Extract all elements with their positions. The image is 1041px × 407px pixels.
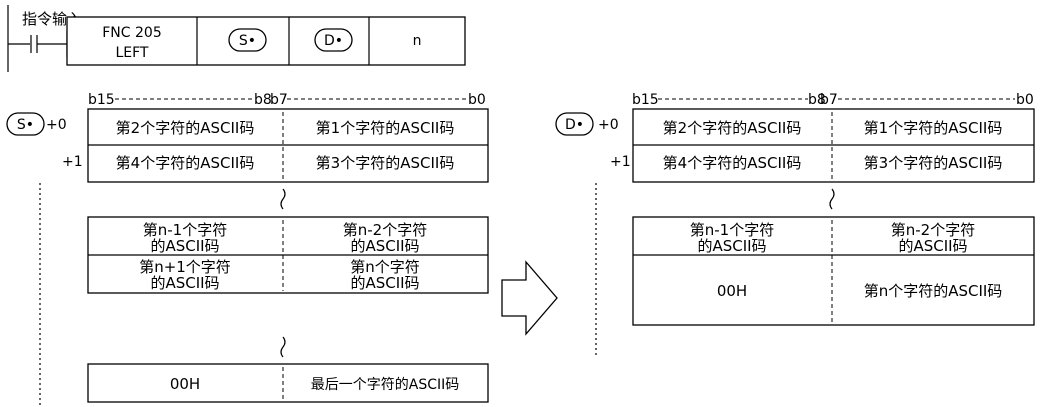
svg-text:D•: D• <box>565 117 584 133</box>
svg-text:b15: b15 <box>88 92 115 108</box>
destination-cell: 的ASCII码 <box>898 237 967 255</box>
continuation-tilde-icon <box>829 188 835 210</box>
svg-text:b7: b7 <box>820 92 838 108</box>
svg-text:S•: S• <box>17 117 34 133</box>
svg-text:D•: D• <box>324 33 343 49</box>
destination-mid-block <box>632 216 1035 326</box>
destination-cell: 第n个字符的ASCII码 <box>864 282 1003 300</box>
offset-label: +1 <box>62 154 83 170</box>
source-cell: 的ASCII码 <box>350 274 419 292</box>
source-cell: 第4个字符的ASCII码 <box>116 154 255 172</box>
offset-label: +0 <box>598 117 619 133</box>
source-cell: 第1个字符的ASCII码 <box>316 119 455 137</box>
source-cell: 00H <box>170 375 200 393</box>
source-cell: 第3个字符的ASCII码 <box>316 154 455 172</box>
svg-text:b8: b8 <box>254 92 272 108</box>
svg-text:b0: b0 <box>468 92 486 108</box>
destination-cell: 第n-2个字符 <box>891 221 975 239</box>
ladder-instruction: 指令输入 FNC 205 LEFT S• D• n <box>7 5 466 72</box>
svg-text:S•: S• <box>239 33 256 49</box>
source-cell: 的ASCII码 <box>150 274 219 292</box>
instruction-mnemonic: LEFT <box>115 45 148 61</box>
svg-text:b7: b7 <box>270 92 288 108</box>
source-cell: 第n个字符 <box>350 258 420 276</box>
destination-cell: 第4个字符的ASCII码 <box>663 154 802 172</box>
source-last-block <box>87 363 489 403</box>
source-cell: 第2个字符的ASCII码 <box>116 119 255 137</box>
svg-text:b15: b15 <box>632 92 659 108</box>
destination-bit-header: b15 b8 b7 b0 <box>632 92 1034 108</box>
destination-cell: 第3个字符的ASCII码 <box>864 154 1003 172</box>
s-operand-badge: S• <box>228 28 267 52</box>
destination-cell: 00H <box>717 282 747 300</box>
continuation-tilde-icon <box>280 188 286 210</box>
continuation-tilde-icon <box>280 336 286 358</box>
source-cell: 第n-2个字符 <box>343 221 427 239</box>
source-cell: 的ASCII码 <box>350 237 419 255</box>
source-cell: 的ASCII码 <box>150 237 219 255</box>
contact-icon <box>30 35 38 53</box>
n-operand: n <box>413 33 422 49</box>
destination-cell: 第1个字符的ASCII码 <box>864 119 1003 137</box>
offset-label: +1 <box>610 154 631 170</box>
svg-text:b8: b8 <box>808 92 826 108</box>
destination-cell: 的ASCII码 <box>697 237 766 255</box>
source-bit-header: b15 b8 b7 b0 <box>88 92 486 108</box>
destination-operand-badge: D• <box>555 112 594 136</box>
source-cell: 最后一个字符的ASCII码 <box>311 377 460 393</box>
source-operand-badge: S• <box>6 112 45 136</box>
svg-text:b0: b0 <box>1016 92 1034 108</box>
destination-cell: 第n-1个字符 <box>690 221 774 239</box>
fnc-number: FNC 205 <box>102 25 161 41</box>
offset-label: +0 <box>46 117 67 133</box>
source-table: b15 b8 b7 b0 S• +0 +1 第2个字符的ASCII码 第1个字符… <box>6 92 489 405</box>
right-arrow-icon <box>501 260 558 336</box>
destination-table: b15 b8 b7 b0 D• +0 +1 第2个字符的ASCII码 第1个字符… <box>555 92 1035 358</box>
d-operand-badge: D• <box>314 28 353 52</box>
destination-cell: 第2个字符的ASCII码 <box>663 119 802 137</box>
source-cell: 第n+1个字符 <box>139 258 231 276</box>
source-cell: 第n-1个字符 <box>143 221 227 239</box>
